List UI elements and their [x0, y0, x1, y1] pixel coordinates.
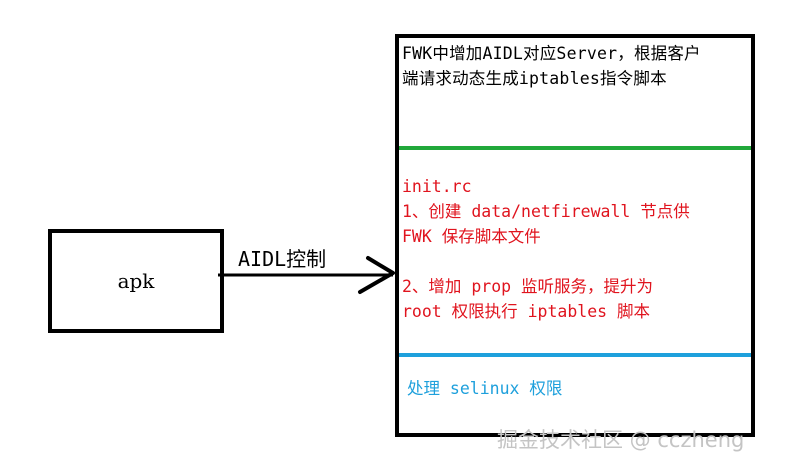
green-divider	[399, 146, 751, 150]
framework-header-line: 端请求动态生成iptables指令脚本	[402, 69, 667, 88]
init-rc-line: 2、增加 prop 监听服务，提升为	[402, 277, 654, 296]
init-rc-line: root 权限执行 iptables 脚本	[402, 302, 651, 321]
init-rc-section: init.rc 1、创建 data/netfirewall 节点供 FWK 保存…	[402, 174, 750, 324]
init-rc-spacer	[402, 249, 750, 274]
init-rc-line: 1、创建 data/netfirewall 节点供	[402, 202, 690, 221]
apk-label: apk	[117, 269, 155, 293]
blue-divider	[399, 353, 751, 357]
watermark: 掘金技术社区 @ cczheng	[497, 428, 745, 452]
framework-header: FWK中增加AIDL对应Server，根据客户 端请求动态生成iptables指…	[402, 41, 750, 91]
selinux-label: 处理 selinux 权限	[407, 379, 563, 398]
apk-box: apk	[48, 229, 224, 333]
init-rc-line: FWK 保存脚本文件	[402, 227, 541, 246]
init-rc-line: init.rc	[402, 177, 472, 196]
arrow-head	[358, 256, 395, 294]
aidl-control-label: AIDL控制	[238, 247, 327, 271]
framework-header-line: FWK中增加AIDL对应Server，根据客户	[402, 44, 701, 63]
framework-box	[395, 34, 755, 437]
